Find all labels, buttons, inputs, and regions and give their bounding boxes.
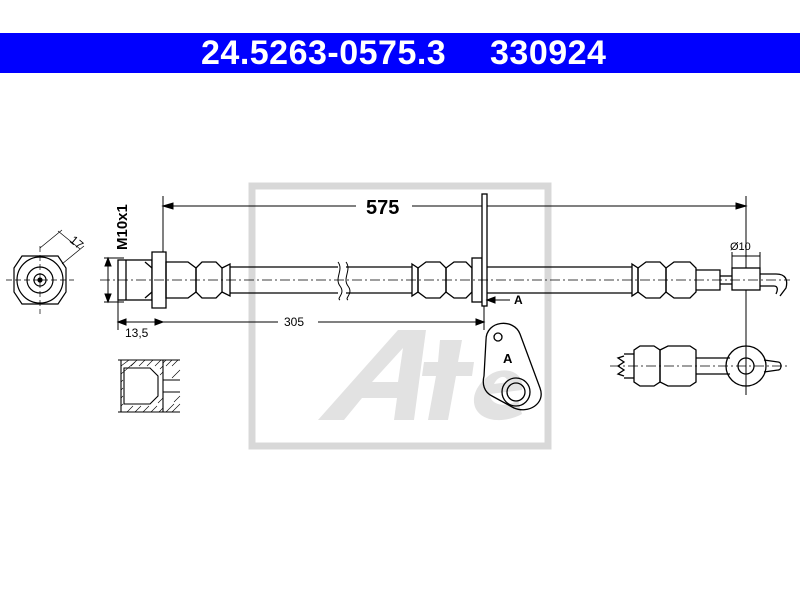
eye-diameter-label: Ø10 xyxy=(730,241,751,253)
bracket-detail-view xyxy=(482,322,542,411)
reference-number: 330924 xyxy=(490,34,607,72)
brake-hose xyxy=(100,193,790,309)
hex-end-view xyxy=(6,229,85,314)
partial-length-label: 305 xyxy=(284,315,304,329)
total-length-label: 575 xyxy=(366,197,399,219)
thread-section-detail xyxy=(118,359,181,413)
detail-label: A xyxy=(503,351,513,366)
fitting-offset-label: 13,5 xyxy=(125,326,149,340)
eye-diameter-dimension xyxy=(731,252,761,268)
thread-label: M10x1 xyxy=(114,204,131,250)
fitting-offset-dimension xyxy=(116,300,165,330)
hex-size-label: 17 xyxy=(67,233,86,253)
ate-watermark-logo xyxy=(248,182,552,450)
section-marker xyxy=(485,296,510,304)
partial-length-dimension xyxy=(163,306,486,330)
header-bar: 24.5263-0575.3 330924 xyxy=(0,33,800,73)
part-number: 24.5263-0575.3 xyxy=(201,34,447,72)
section-marker-label: A xyxy=(514,293,523,307)
eye-fitting-detail xyxy=(610,340,790,394)
